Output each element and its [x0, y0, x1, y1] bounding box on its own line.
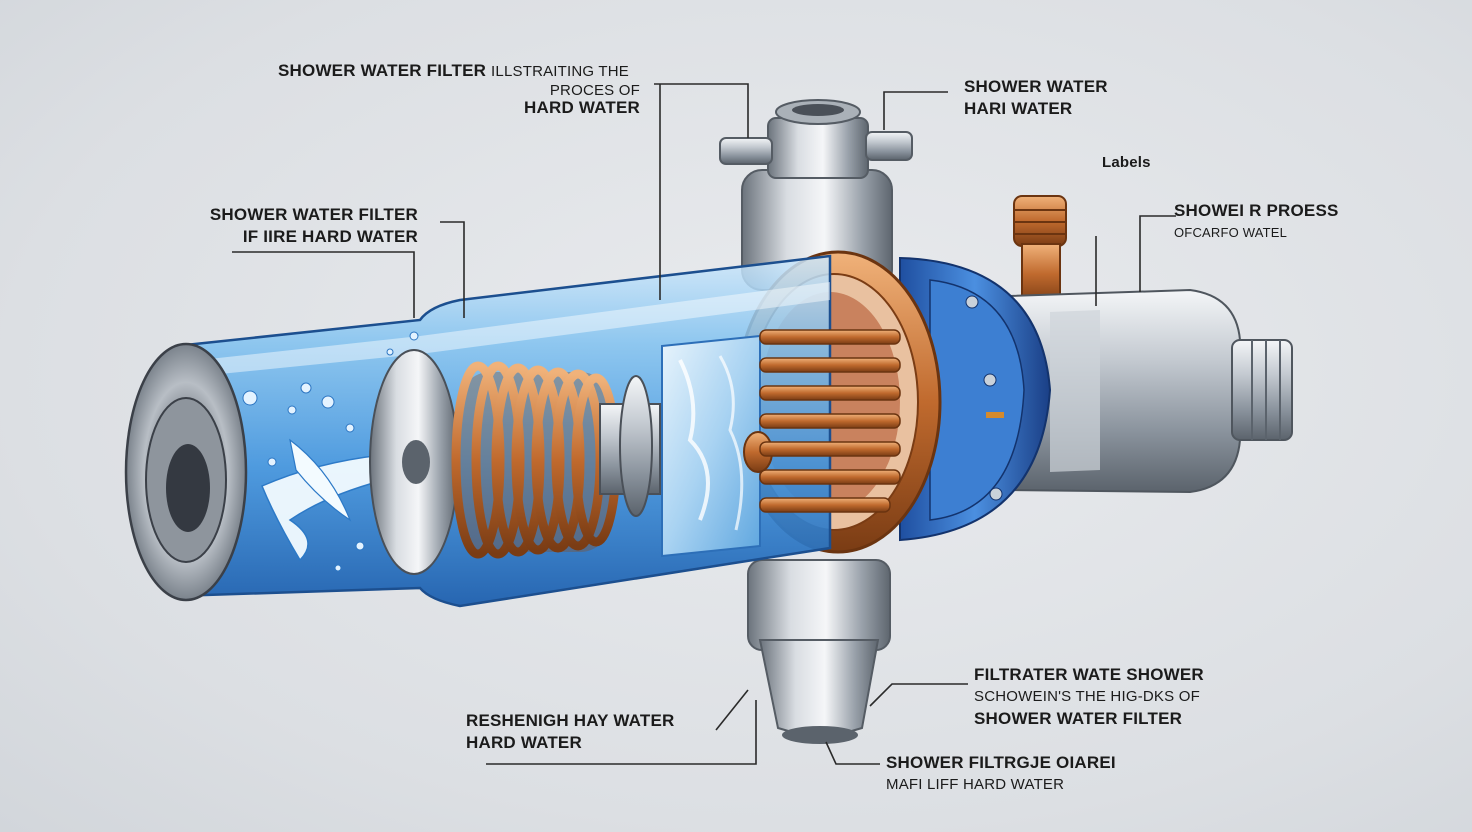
- label-right-mid: SHOWEI R PROESS OFCARFO WATEL: [1174, 200, 1339, 244]
- label-right-mid-line1: SHOWEI R PROESS: [1174, 201, 1339, 220]
- label-bottom-left-line2: HARD WATER: [466, 733, 582, 752]
- filter-media-cartridge: [661, 334, 773, 558]
- label-top-left-line2: PROCES OF: [549, 82, 640, 99]
- label-top-left-line1: SHOWER WATER FILTER: [278, 61, 487, 80]
- label-top-right-line1: SHOWER WATER: [964, 77, 1108, 96]
- label-bottom-center: SHOWER FILTRGJE OIAREI MAFI LIFF HARD WA…: [886, 752, 1116, 796]
- label-top-left-line1b: ILLSTRAITING THE: [491, 63, 629, 80]
- leader-lines: [232, 83, 1176, 765]
- label-left-mid-line1: SHOWER WATER FILTER: [209, 205, 418, 224]
- label-bottom-right-line1: FILTRATER WATE SHOWER: [974, 665, 1204, 684]
- label-top-right-line2: HARI WATER: [964, 99, 1073, 118]
- blue-flange-ring: [899, 256, 1052, 542]
- copper-inlet-fitting: [1013, 195, 1067, 305]
- label-left-mid: SHOWER WATER FILTER IF IIRE HARD WATER: [170, 204, 418, 248]
- label-left-mid-line2: IF IIRE HARD WATER: [242, 227, 418, 246]
- right-housing: [1009, 288, 1293, 494]
- central-shaft: [599, 375, 661, 517]
- label-bottom-left-line1: RESHENIGH HAY WATER: [466, 711, 675, 730]
- copper-coil-element: [451, 361, 621, 559]
- label-bottom-right: FILTRATER WATE SHOWER SCHOWEIN'S THE HIG…: [974, 664, 1204, 730]
- label-top-right: SHOWER WATER HARI WATER: [964, 76, 1108, 120]
- label-bottom-center-line2: MAFI LIFF HARD WATER: [886, 776, 1065, 793]
- copper-rods: [759, 329, 901, 513]
- vertical-pipe: [719, 99, 913, 744]
- label-bottom-right-line2: SCHOWEIN'S THE HIG-DKS OF: [974, 688, 1200, 705]
- inner-baffle-disc: [369, 349, 459, 575]
- label-bottom-center-line1: SHOWER FILTRGJE OIAREI: [886, 753, 1116, 772]
- label-bottom-right-line3: SHOWER WATER FILTER: [974, 709, 1183, 728]
- label-bottom-left: RESHENIGH HAY WATER HARD WATER: [466, 710, 674, 754]
- label-labels-tag: Labels: [1102, 154, 1151, 171]
- inlet-end-cap: [124, 342, 248, 602]
- label-top-left-line3: HARD WATER: [524, 98, 640, 117]
- label-top-left: SHOWER WATER FILTER ILLSTRAITING THE: [278, 60, 629, 83]
- label-right-mid-line2: OFCARFO WATEL: [1174, 225, 1288, 240]
